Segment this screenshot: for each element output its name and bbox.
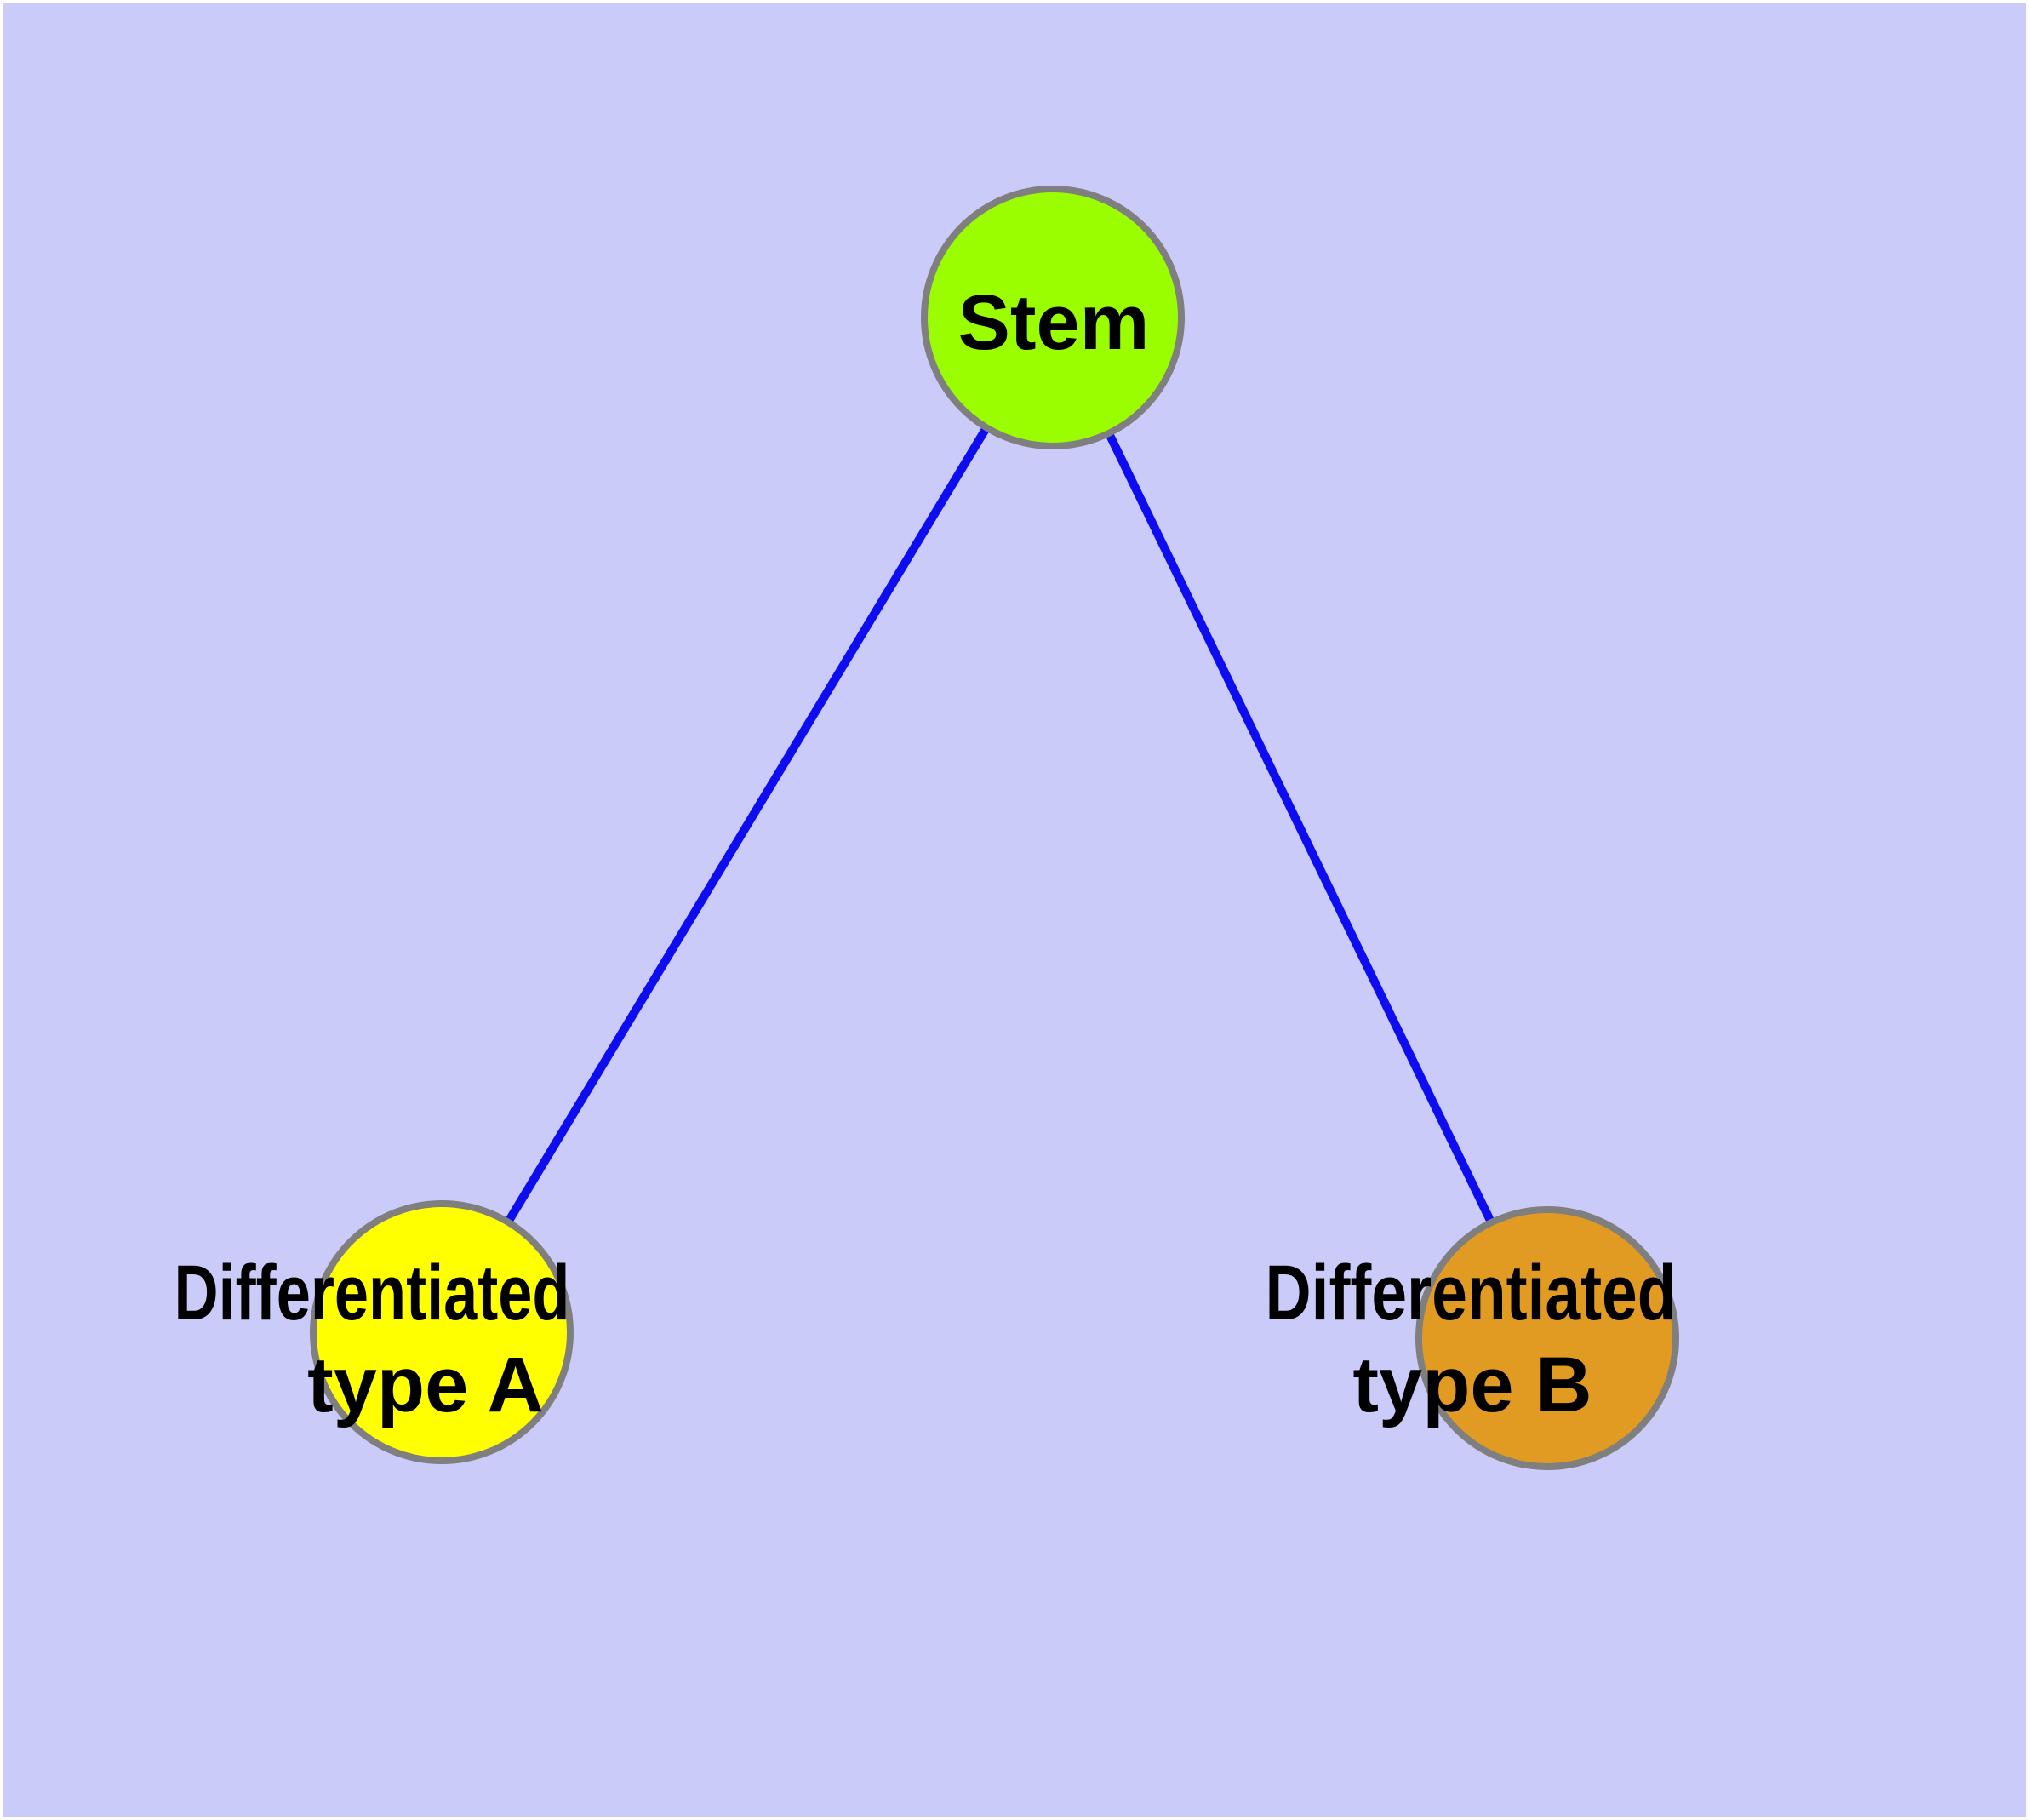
node-stem-label: Stem <box>958 279 1150 366</box>
node-type-b-label-line1: Differentiated <box>1266 1250 1677 1336</box>
node-type-a-label-line2: type A <box>307 1342 544 1428</box>
node-type-a-label-line1: Differentiated <box>174 1250 570 1336</box>
edge-stem-to-type-b <box>1049 315 1552 1341</box>
node-type-b-label-line2: type B <box>1352 1342 1592 1428</box>
edge-stem-to-type-a <box>437 315 1057 1335</box>
node-type-b-circle <box>1415 1206 1679 1470</box>
node-type-a-circle <box>310 1200 574 1464</box>
node-stem-circle <box>921 186 1185 449</box>
